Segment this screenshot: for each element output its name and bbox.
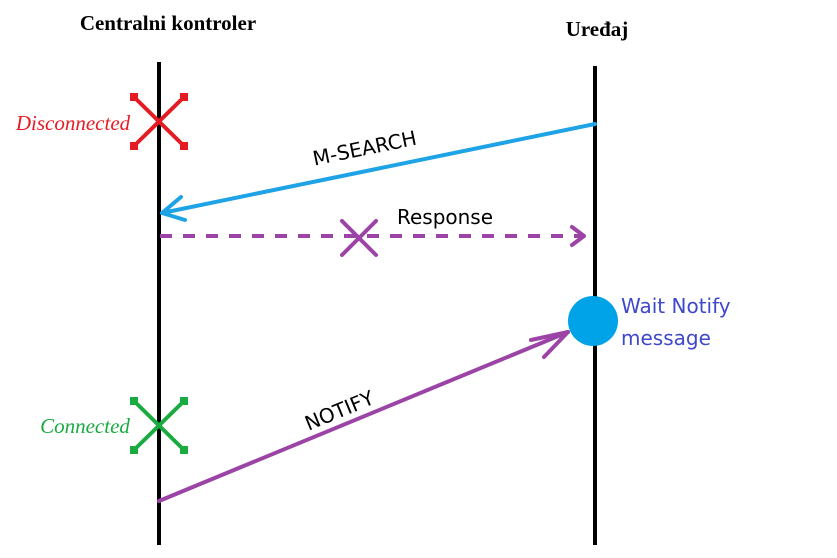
state-connected-label: Connected	[40, 414, 130, 438]
response-label: Response	[397, 205, 493, 229]
wait-note-line2: message	[621, 326, 711, 350]
wait-notify-dot-icon	[568, 296, 618, 346]
disconnected-marker-icon	[130, 93, 188, 150]
response-lost-x-icon	[340, 219, 378, 257]
response-arrow	[160, 225, 586, 247]
participant-right-title: Uređaj	[566, 17, 629, 41]
msearch-arrow	[160, 122, 597, 222]
state-disconnected-label: Disconnected	[15, 111, 131, 135]
connected-marker-icon	[130, 397, 188, 454]
participant-left-title: Centralni kontroler	[80, 11, 256, 35]
wait-note-line1: Wait Notify	[621, 294, 731, 318]
notify-arrow	[157, 330, 570, 503]
